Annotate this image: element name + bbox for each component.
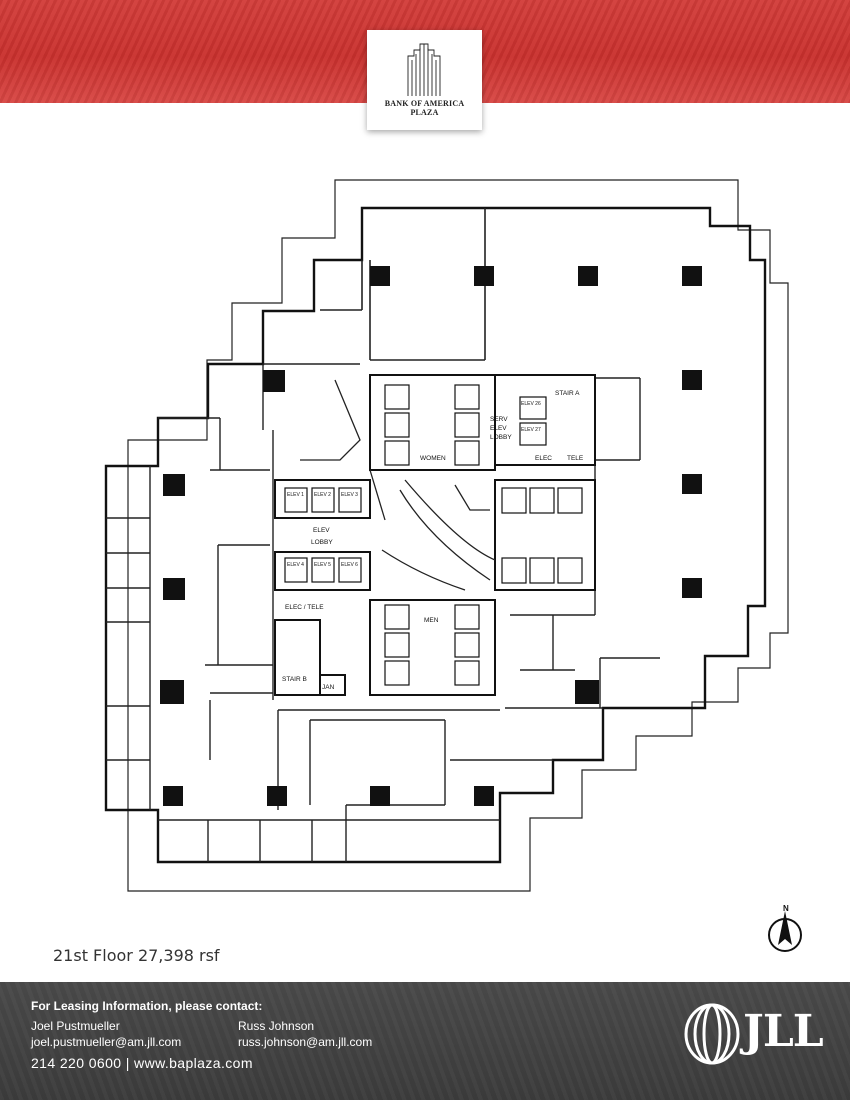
floor-caption: 21st Floor 27,398 rsf [53, 946, 220, 965]
label-elev-lobby: ELEV [313, 527, 330, 534]
contact-2-name: Russ Johnson [238, 1019, 315, 1033]
label-men: MEN [424, 617, 439, 624]
compass-north-label: N [783, 904, 789, 913]
logo-subtitle: PLAZA [410, 108, 439, 117]
corridor-walls [300, 379, 496, 591]
label-stair-b: STAIR B [282, 676, 307, 683]
label-elev-6: ELEV 6 [341, 562, 358, 568]
label-elec-tele: ELEC / TELE [285, 604, 324, 611]
contact-heading: For Leasing Information, please contact: [31, 999, 263, 1013]
building-core [274, 374, 596, 696]
structural-columns [160, 266, 702, 806]
label-tele: TELE [567, 455, 584, 462]
building-logo: BANK OF AMERICA PLAZA [367, 30, 482, 130]
logo-title: BANK OF AMERICA [384, 99, 465, 108]
label-elev-lobby-2: LOBBY [311, 539, 333, 546]
jll-logo-icon [684, 1003, 740, 1065]
label-stair-a: STAIR A [555, 390, 580, 397]
label-serv-lobby: LOBBY [490, 434, 512, 441]
label-serv: SERV [490, 416, 508, 423]
label-elev-27: ELEV 27 [521, 427, 541, 433]
label-elec: ELEC [535, 455, 552, 462]
label-serv-elev: ELEV [490, 425, 507, 432]
contact-2-email[interactable]: russ.johnson@am.jll.com [238, 1035, 373, 1049]
elevator-cars [284, 384, 583, 686]
label-elev-26: ELEV 26 [521, 401, 541, 407]
phone-website[interactable]: 214 220 0600 | www.baplaza.com [31, 1055, 253, 1071]
jll-wordmark: JLL [743, 1006, 824, 1057]
west-offices [106, 364, 274, 810]
label-women: WOMEN [420, 455, 446, 462]
label-elev-3: ELEV 3 [341, 492, 358, 498]
contact-1-email[interactable]: joel.pustmueller@am.jll.com [31, 1035, 182, 1049]
building-outline [127, 179, 789, 892]
label-elev-1: ELEV 1 [287, 492, 304, 498]
floor-plan: WOMEN MEN SERV ELEV LOBBY STAIR A STAIR … [104, 179, 789, 892]
label-elev-4: ELEV 4 [287, 562, 304, 568]
label-elev-2: ELEV 2 [314, 492, 331, 498]
north-arrow-icon [768, 911, 802, 952]
south-offices [158, 700, 553, 862]
label-elev-5: ELEV 5 [314, 562, 331, 568]
label-jan: JAN [322, 684, 335, 691]
tower-icon [407, 43, 441, 96]
contact-footer: For Leasing Information, please contact:… [0, 982, 850, 1100]
contact-1-name: Joel Pustmueller [31, 1019, 120, 1033]
